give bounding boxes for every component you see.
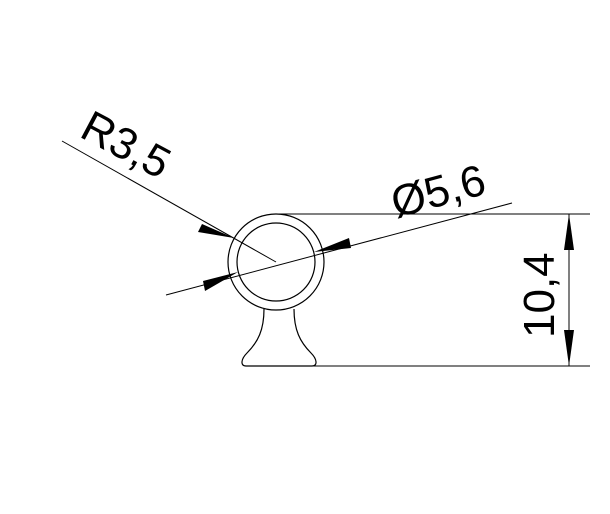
radius-leader-line	[61, 140, 277, 263]
radius-arrow	[198, 224, 234, 238]
height-arrow-bottom	[564, 330, 574, 366]
diameter-label: Ø5,6	[386, 156, 491, 228]
height-arrow-top	[564, 214, 574, 250]
profile-inner-circle	[236, 222, 316, 302]
diameter-arrow-left	[203, 272, 238, 291]
height-label: 10,4	[515, 252, 564, 338]
profile-foot	[241, 308, 317, 367]
radius-label: R3,5	[73, 102, 178, 189]
diameter-arrow-right	[314, 238, 351, 252]
